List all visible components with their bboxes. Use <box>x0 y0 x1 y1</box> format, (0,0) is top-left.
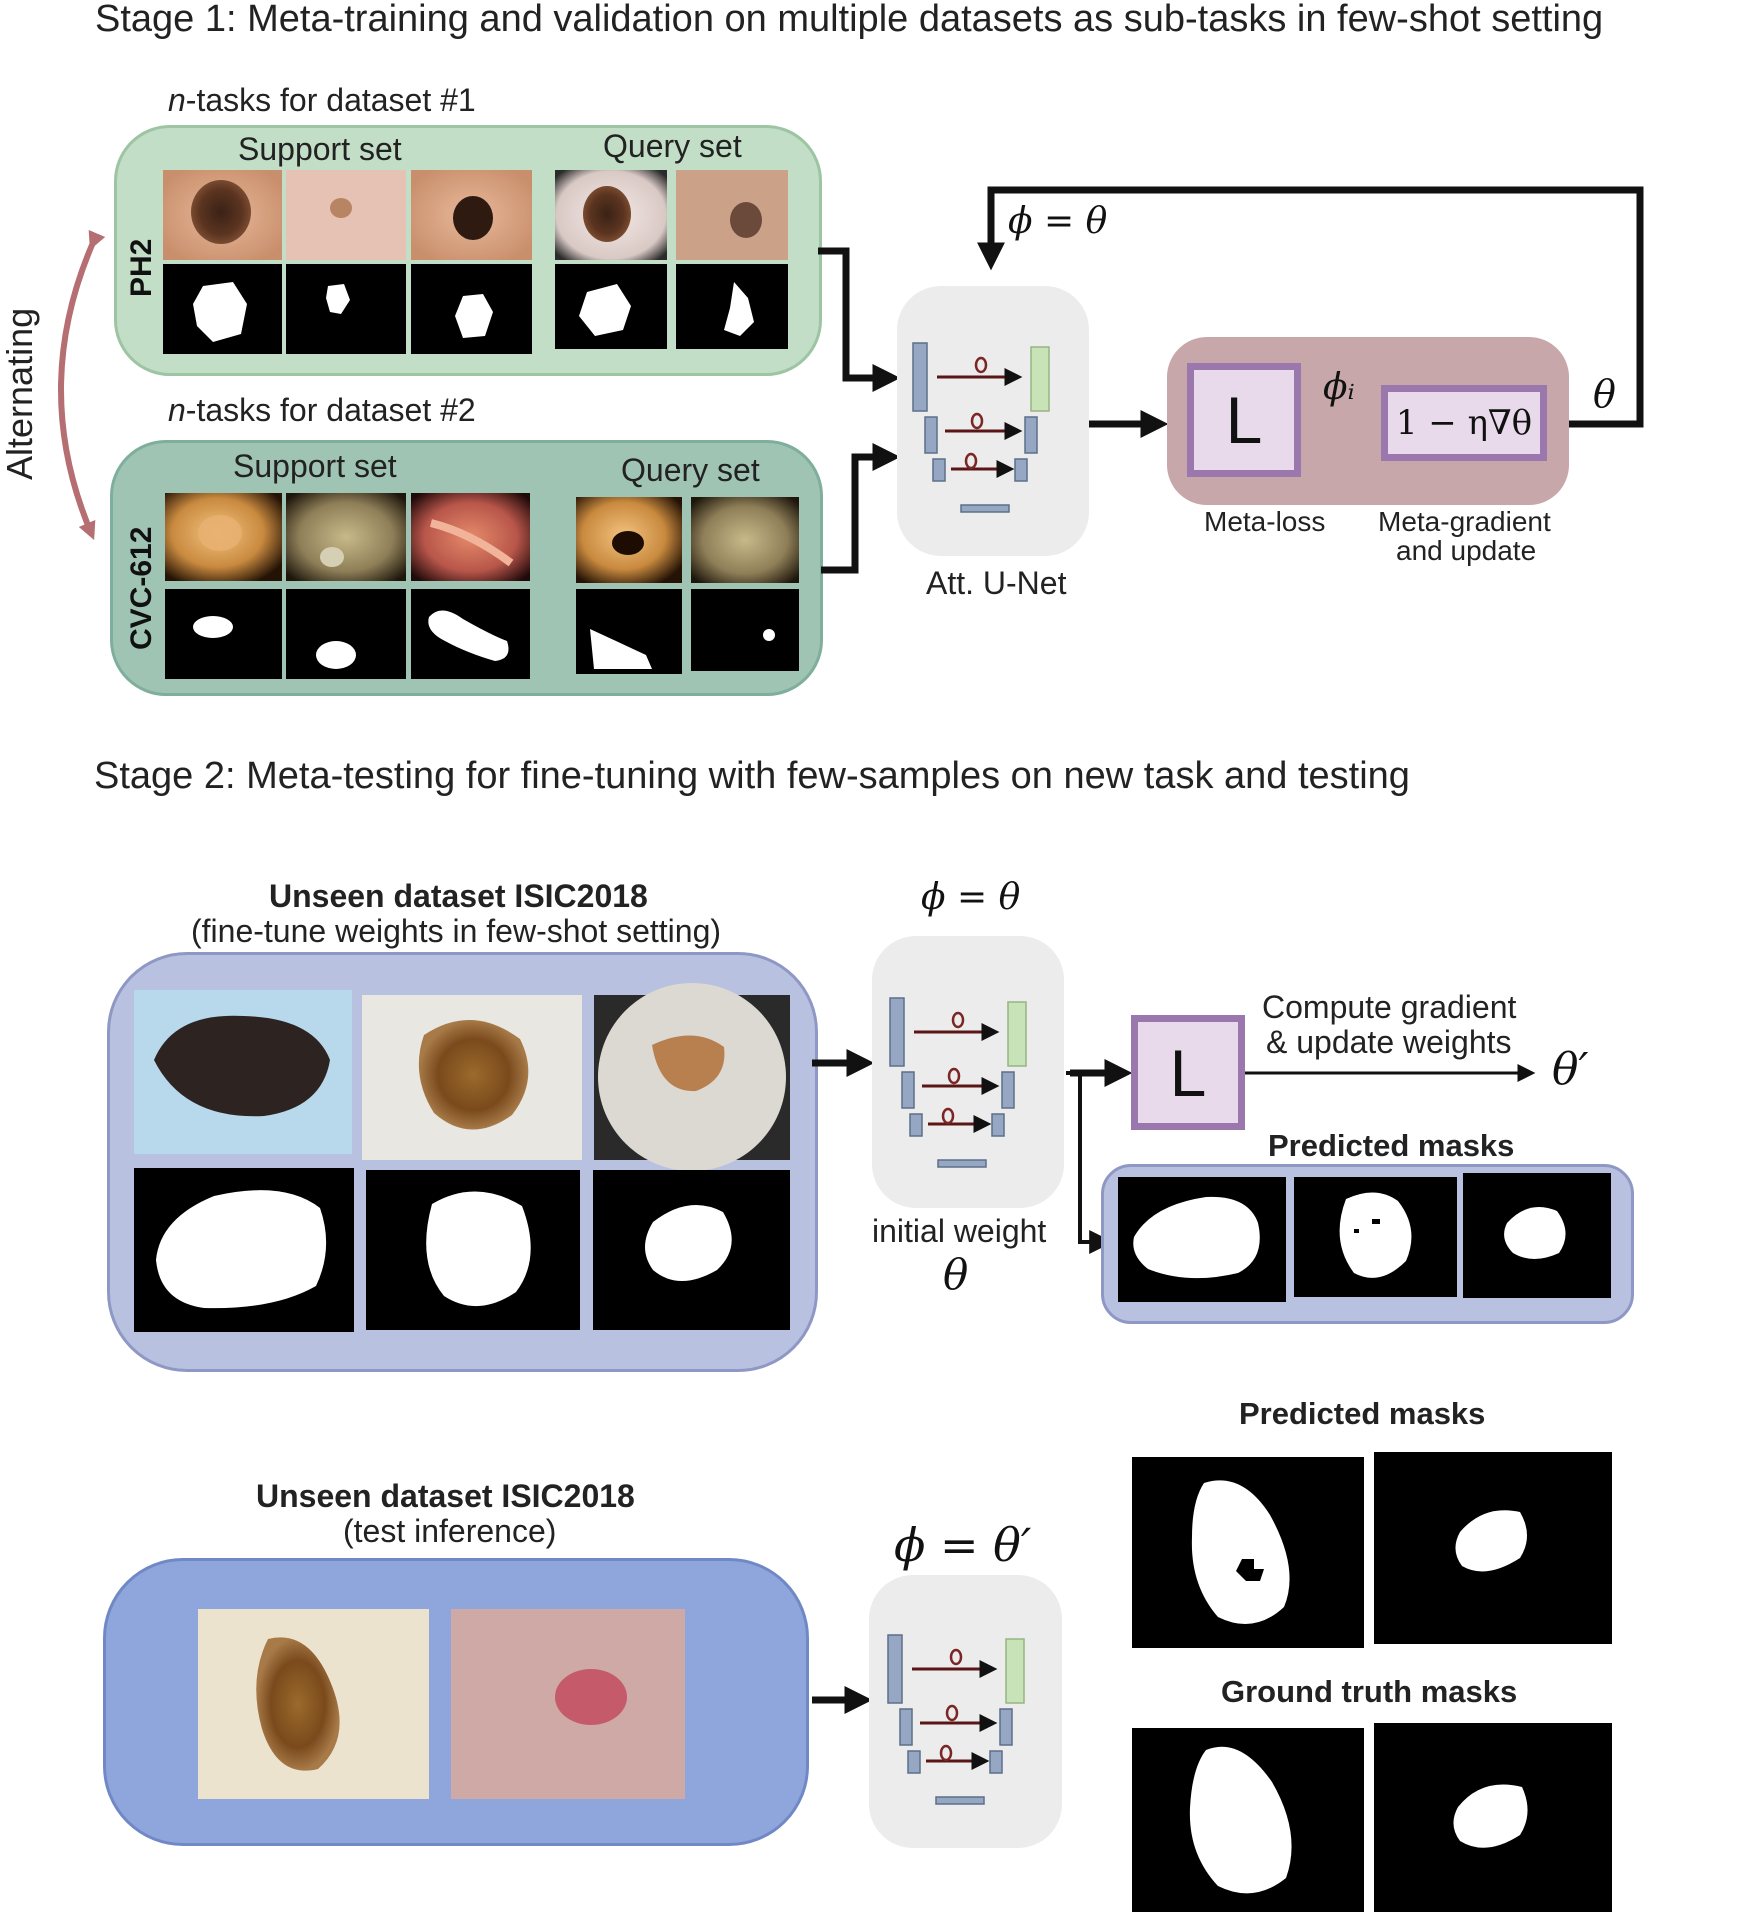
loss-box: L <box>1131 1015 1245 1130</box>
query-mask <box>691 589 799 671</box>
test-predicted-label: Predicted masks <box>1239 1396 1486 1431</box>
phi-i-label: ϕᵢ <box>1323 367 1355 408</box>
query-image <box>691 497 799 583</box>
support-image <box>163 170 282 260</box>
theta-prime-output: θ′ <box>1552 1044 1589 1095</box>
dataset1-tasks-label: n-tasks for dataset #1 <box>168 82 476 118</box>
finetune-predicted-label: Predicted masks <box>1268 1128 1515 1163</box>
meta-gradient-label-1: Meta-gradient <box>1378 506 1551 537</box>
finetune-mask <box>134 1168 354 1332</box>
support-mask <box>411 264 532 354</box>
finetune-dataset-title: Unseen dataset ISIC2018 <box>269 878 648 914</box>
predicted-mask <box>1132 1457 1364 1648</box>
support-mask <box>411 589 530 679</box>
support-mask <box>286 264 406 354</box>
support-image <box>286 170 406 260</box>
meta-loss-label: Meta-loss <box>1204 506 1326 537</box>
stage2-title: Stage 2: Meta-testing for fine-tuning wi… <box>94 755 1410 797</box>
finetune-mask <box>593 1170 790 1330</box>
theta-output: θ <box>1593 372 1616 416</box>
predicted-mask <box>1374 1452 1612 1644</box>
ground-truth-mask <box>1132 1728 1364 1912</box>
test-image <box>451 1609 685 1799</box>
test-image <box>198 1609 429 1799</box>
dataset1-query-label: Query set <box>603 128 742 164</box>
finetune-image <box>594 983 790 1171</box>
support-image <box>286 493 406 581</box>
update-formula: 1 − η∇θ <box>1395 403 1533 443</box>
dataset2-tasks-label: n-tasks for dataset #2 <box>168 392 476 428</box>
dataset2-query-label: Query set <box>621 452 760 488</box>
model-label: Att. U-Net <box>926 565 1067 601</box>
support-mask <box>165 589 282 679</box>
support-image <box>165 493 282 581</box>
compute-gradient-label-1: Compute gradient <box>1262 989 1517 1025</box>
support-mask <box>163 264 282 354</box>
test-dataset-subtitle: (test inference) <box>343 1513 557 1549</box>
predicted-mask <box>1118 1177 1286 1302</box>
dataset1-support-label: Support set <box>238 131 402 167</box>
predicted-mask <box>1463 1173 1611 1298</box>
finetune-dataset-subtitle: (fine-tune weights in few-shot setting) <box>191 913 722 949</box>
finetune-image <box>362 995 582 1160</box>
finetune-image <box>134 990 352 1154</box>
compute-gradient-label-2: & update weights <box>1266 1024 1512 1060</box>
initial-weight-label: initial weight <box>872 1213 1047 1249</box>
dataset2-support-label: Support set <box>233 448 397 484</box>
ground-truth-label: Ground truth masks <box>1221 1674 1518 1709</box>
test-equation: ϕ = θ′ <box>894 1518 1032 1572</box>
query-image <box>555 170 667 260</box>
ground-truth-mask <box>1374 1723 1612 1912</box>
predicted-mask <box>1294 1177 1457 1297</box>
meta-loss-box: L <box>1187 363 1301 477</box>
curved-double-arrow-icon <box>58 229 106 540</box>
query-image <box>676 170 788 260</box>
meta-gradient-label-2: and update <box>1396 535 1537 566</box>
unet-diagram-icon <box>890 998 1040 1178</box>
finetune-equation: ϕ = θ <box>921 877 1021 918</box>
query-image <box>576 497 682 583</box>
unet-diagram-icon <box>888 1635 1038 1815</box>
initial-weight-symbol: θ <box>943 1250 969 1299</box>
support-image <box>411 170 532 260</box>
query-mask <box>555 264 667 349</box>
finetune-mask <box>366 1170 580 1330</box>
support-mask <box>286 589 406 679</box>
query-mask <box>676 264 788 349</box>
stage1-title: Stage 1: Meta-training and validation on… <box>95 0 1604 40</box>
test-dataset-title: Unseen dataset ISIC2018 <box>256 1478 635 1514</box>
feedback-equation: ϕ = θ <box>1008 201 1108 242</box>
meta-update-box: 1 − η∇θ <box>1381 385 1547 461</box>
query-mask <box>576 589 682 674</box>
support-image <box>411 493 530 581</box>
